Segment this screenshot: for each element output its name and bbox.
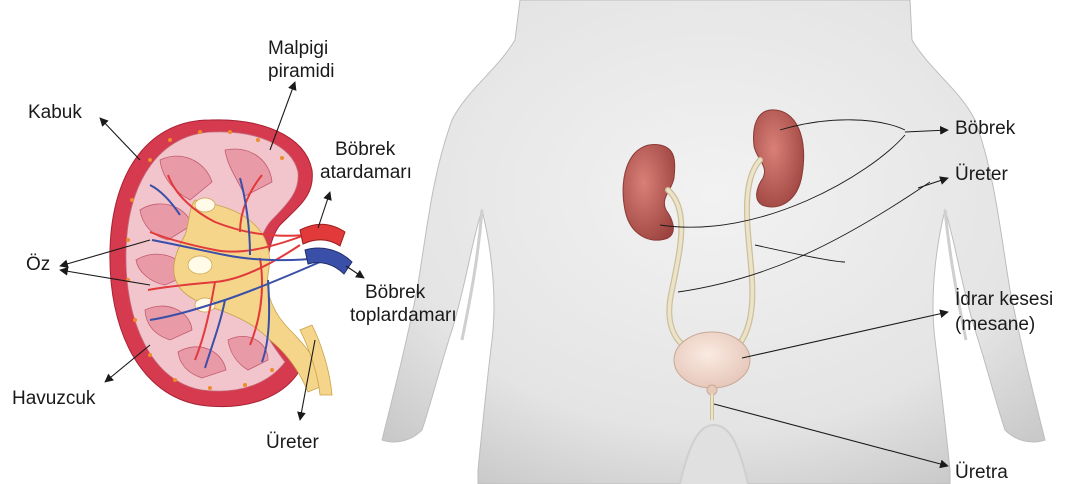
label-bobrek-atar-line1: Böbrek: [335, 139, 396, 160]
label-bobrek: Böbrek: [955, 118, 1016, 139]
label-ureter-kidney: Üreter: [266, 432, 319, 453]
renal-artery: [300, 224, 345, 246]
label-oz: Öz: [26, 254, 50, 275]
label-bobrek-atar-line2: atardamarı: [320, 162, 412, 183]
label-ureter: Üreter: [955, 164, 1008, 185]
kidney-cross-section: [110, 120, 352, 407]
label-bobrek-toplar-line1: Böbrek: [365, 282, 426, 303]
label-kabuk: Kabuk: [28, 102, 82, 123]
label-malpigi-line2: piramidi: [268, 61, 335, 82]
label-havuzcuk: Havuzcuk: [12, 388, 96, 409]
label-malpigi-line1: Malpigi: [268, 38, 328, 59]
label-idrar-kesesi-line2: (mesane): [955, 314, 1035, 335]
label-uretra: Üretra: [955, 462, 1008, 483]
label-idrar-kesesi-line1: İdrar kesesi: [955, 289, 1053, 310]
label-bobrek-toplar-line2: toplardamarı: [350, 305, 457, 326]
renal-vein: [305, 248, 352, 274]
